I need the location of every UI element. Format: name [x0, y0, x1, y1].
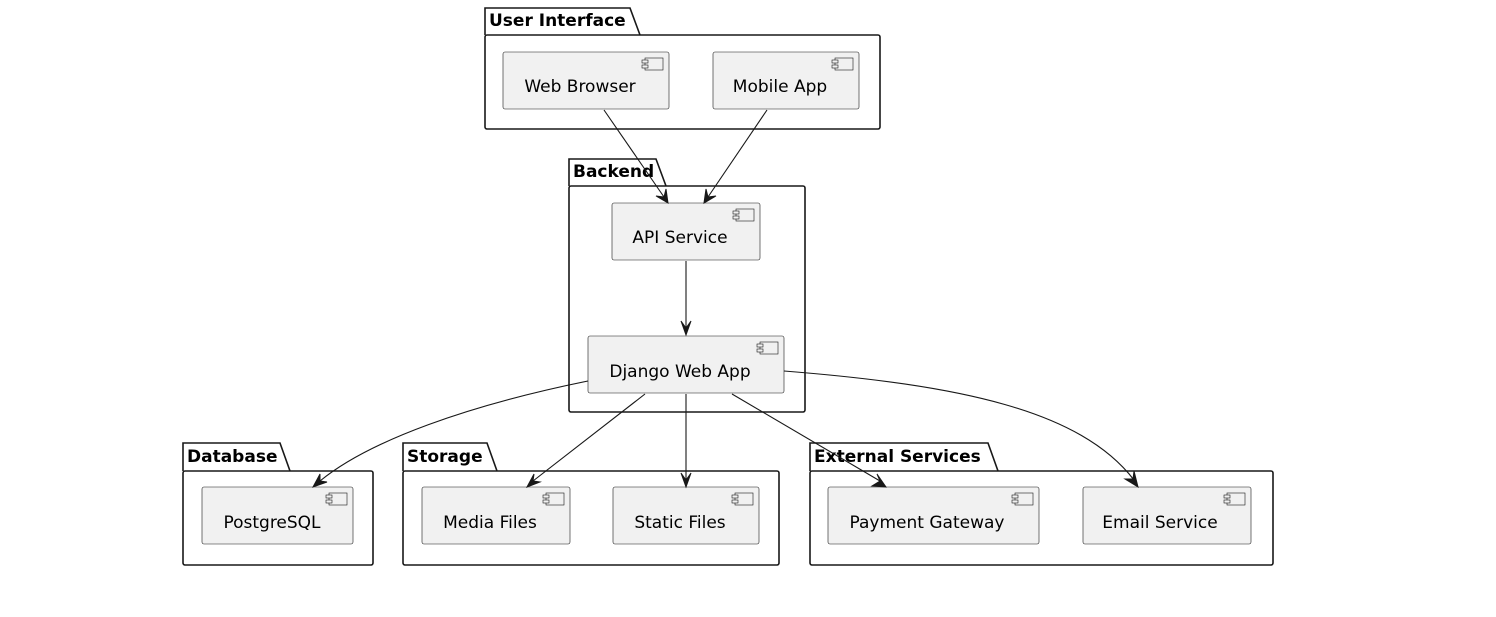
edge-django-web-app-to-email-service — [783, 370, 1139, 489]
component-icon — [831, 57, 854, 71]
component-media-files: Media Files — [421, 486, 571, 545]
edge-api-service-to-django-web-app — [680, 261, 692, 337]
component-label-mobile-app: Mobile App — [733, 77, 827, 97]
component-label-media-files: Media Files — [443, 513, 537, 533]
component-label-web-browser: Web Browser — [524, 77, 635, 97]
component-payment-gateway: Payment Gateway — [827, 486, 1040, 545]
component-mobile-app: Mobile App — [712, 51, 860, 110]
component-icon — [641, 57, 664, 71]
package-label-storage: Storage — [407, 447, 483, 467]
edge-django-web-app-to-media-files — [525, 393, 646, 488]
component-django-web-app: Django Web App — [587, 335, 785, 394]
component-icon — [1223, 492, 1246, 506]
component-postgresql: PostgreSQL — [201, 486, 354, 545]
component-email-service: Email Service — [1082, 486, 1252, 545]
component-static-files: Static Files — [612, 486, 760, 545]
component-label-api-service: API Service — [632, 228, 727, 248]
component-icon — [732, 208, 755, 222]
component-web-browser: Web Browser — [502, 51, 670, 110]
package-label-user-interface: User Interface — [489, 11, 626, 31]
edge-django-web-app-to-static-files — [680, 394, 692, 489]
component-label-static-files: Static Files — [634, 513, 725, 533]
component-icon — [1011, 492, 1034, 506]
component-label-postgresql: PostgreSQL — [223, 513, 321, 533]
component-api-service: API Service — [611, 202, 761, 261]
edge-django-web-app-to-payment-gateway — [731, 393, 888, 488]
package-label-external-services: External Services — [814, 447, 981, 467]
edge-web-browser-to-api-service — [603, 109, 669, 204]
component-icon — [542, 492, 565, 506]
component-label-email-service: Email Service — [1102, 513, 1217, 533]
component-icon — [731, 492, 754, 506]
package-label-database: Database — [187, 447, 277, 467]
component-icon — [325, 492, 348, 506]
component-label-django-web-app: Django Web App — [609, 362, 750, 382]
edge-mobile-app-to-api-service — [703, 109, 768, 204]
package-label-backend: Backend — [573, 162, 654, 182]
edge-django-web-app-to-postgresql — [311, 380, 589, 488]
component-label-payment-gateway: Payment Gateway — [850, 513, 1005, 533]
component-icon — [756, 341, 779, 355]
